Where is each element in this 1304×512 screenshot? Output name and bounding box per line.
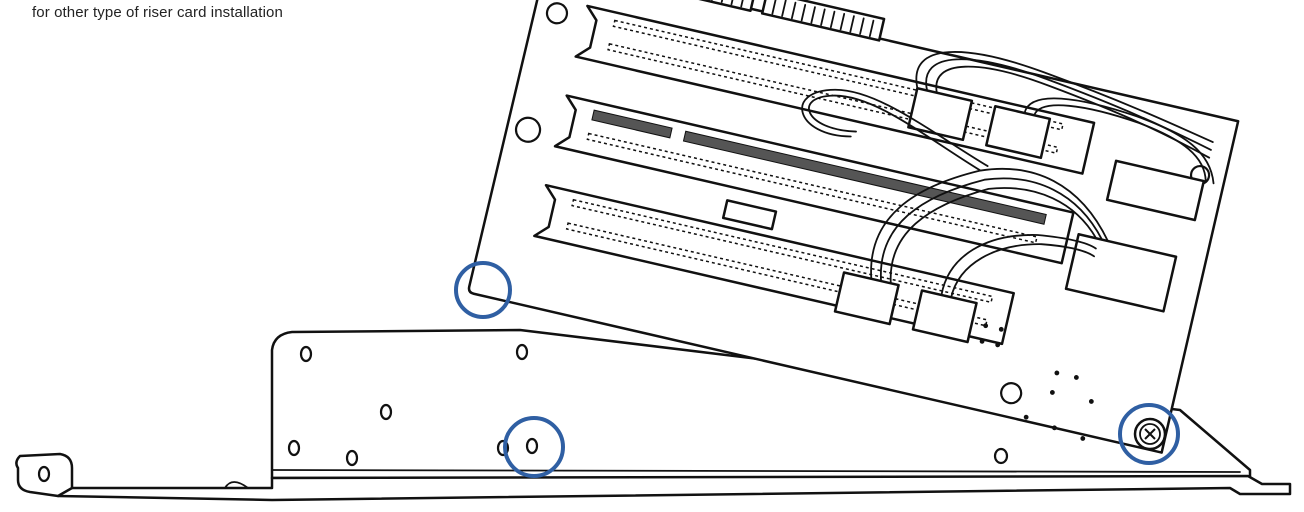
pci-slot — [553, 94, 1075, 265]
bracket-hole — [525, 437, 539, 455]
screw-icon — [1133, 417, 1167, 451]
bracket-hole — [287, 439, 301, 457]
caption-text: for other type of riser card installatio… — [32, 4, 283, 21]
highlight-circle — [503, 416, 565, 478]
bracket-hole — [993, 447, 1009, 465]
chassis-bracket — [15, 328, 1292, 502]
highlight-markers — [454, 261, 1180, 478]
highlight-circle — [454, 261, 512, 319]
bracket-hole — [515, 343, 529, 361]
highlight-circle — [1118, 403, 1180, 465]
riser-card — [467, 0, 1240, 454]
bracket-hole — [379, 403, 393, 421]
bracket-hole — [299, 345, 313, 363]
bracket-hole — [345, 449, 359, 467]
